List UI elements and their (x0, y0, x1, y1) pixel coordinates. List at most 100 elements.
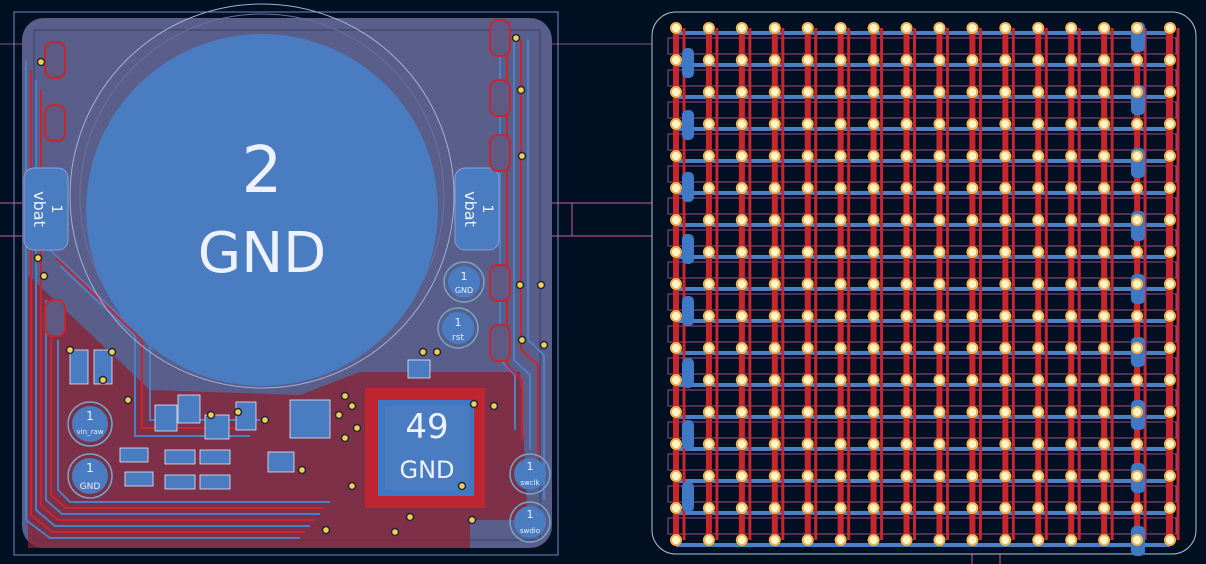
mcu-package[interactable]: 49 GND (365, 388, 485, 508)
controller-board[interactable]: 2 GND 1 vbat 1 vbat (13, 3, 559, 556)
led-via (801, 310, 814, 322)
test-point-swdio[interactable]: 1 swdio (509, 501, 551, 543)
right-tab-net: vbat (461, 191, 480, 227)
diode-segment (870, 258, 877, 280)
led-via (1131, 182, 1144, 194)
led-via (933, 22, 946, 34)
led-via (966, 470, 979, 482)
diode-segment (1002, 162, 1009, 184)
diode-segment (1068, 290, 1075, 312)
left-vbat-tab[interactable]: 1 vbat (23, 167, 69, 251)
diode-segment (1002, 66, 1009, 88)
diode-segment (969, 354, 976, 376)
diode-segment (804, 386, 811, 408)
diode-segment (969, 66, 976, 88)
diode-segment (936, 66, 943, 88)
diode-segment (1101, 290, 1108, 312)
test-point-gnd-bottom[interactable]: 1 GND (67, 453, 113, 499)
led-via (1032, 86, 1045, 98)
edge-pad (682, 296, 694, 326)
test-point-vin-raw[interactable]: 1 vin_raw (67, 401, 113, 447)
diode-segment (936, 386, 943, 408)
tp-number: 1 (455, 316, 462, 329)
diode-segment (1035, 450, 1042, 472)
led-matrix-grid (667, 22, 1180, 556)
diode-segment (1002, 418, 1009, 440)
led-via (867, 438, 880, 450)
led-via (933, 150, 946, 162)
led-via (1131, 246, 1144, 258)
led-via (702, 374, 715, 386)
diode-segment (1002, 226, 1009, 248)
diode-segment (870, 514, 877, 536)
diode-segment (936, 450, 943, 472)
led-via (867, 374, 880, 386)
led-via (1098, 54, 1111, 66)
led-via (933, 342, 946, 354)
test-point-gnd-top[interactable]: 1 GND (443, 261, 485, 303)
diode-segment (903, 482, 910, 504)
diode-segment (837, 98, 844, 120)
diode-segment (705, 386, 712, 408)
battery-pad[interactable]: 2 GND (86, 34, 438, 386)
diode-segment (1035, 322, 1042, 344)
led-via (1131, 438, 1144, 450)
led-footprint-row (667, 325, 1177, 343)
led-via (768, 54, 781, 66)
diode-segment (969, 514, 976, 536)
diode-segment (837, 130, 844, 152)
led-via (670, 374, 682, 386)
edge-pad (682, 482, 694, 512)
test-point-rst[interactable]: 1 rst (437, 307, 479, 349)
diode-segment (771, 482, 778, 504)
diode-segment (1035, 162, 1042, 184)
led-via (900, 118, 913, 130)
diode-segment (870, 290, 877, 312)
led-via (1032, 470, 1045, 482)
led-via (735, 502, 748, 514)
led-via (1032, 214, 1045, 226)
led-via (1164, 150, 1176, 162)
led-via (1131, 342, 1144, 354)
diode-segment (969, 290, 976, 312)
diode-segment (1101, 418, 1108, 440)
led-via (801, 342, 814, 354)
led-via (735, 374, 748, 386)
diode-segment (1035, 514, 1042, 536)
led-via (900, 278, 913, 290)
led-via (1164, 310, 1176, 322)
diode-segment (1101, 482, 1108, 504)
right-vbat-tab[interactable]: 1 vbat (454, 167, 500, 251)
diode-segment (870, 450, 877, 472)
test-point-swclk[interactable]: 1 swclk (509, 453, 551, 495)
led-via (670, 342, 682, 354)
led-matrix-board[interactable] (651, 11, 1197, 556)
led-via (1164, 278, 1176, 290)
diode-segment (705, 98, 712, 120)
diode-segment (705, 418, 712, 440)
left-tab-net: vbat (30, 191, 49, 227)
led-via (735, 470, 748, 482)
diode-segment (804, 482, 811, 504)
board-edge (13, 11, 559, 556)
led-via (1065, 150, 1078, 162)
led-via (768, 182, 781, 194)
diode-segment (1134, 450, 1141, 472)
led-via (1032, 246, 1045, 258)
diode-segment (1068, 194, 1075, 216)
diode-segment (738, 418, 745, 440)
diode-segment (870, 34, 877, 56)
diode-segment (673, 482, 679, 504)
diode-segment (738, 482, 745, 504)
diode-segment (705, 258, 712, 280)
led-via (1131, 278, 1144, 290)
diode-segment (903, 386, 910, 408)
led-via (900, 342, 913, 354)
led-via (999, 342, 1012, 354)
diode-segment (969, 226, 976, 248)
led-via (834, 438, 847, 450)
led-via (900, 150, 913, 162)
led-via (1164, 182, 1176, 194)
led-via (1032, 438, 1045, 450)
